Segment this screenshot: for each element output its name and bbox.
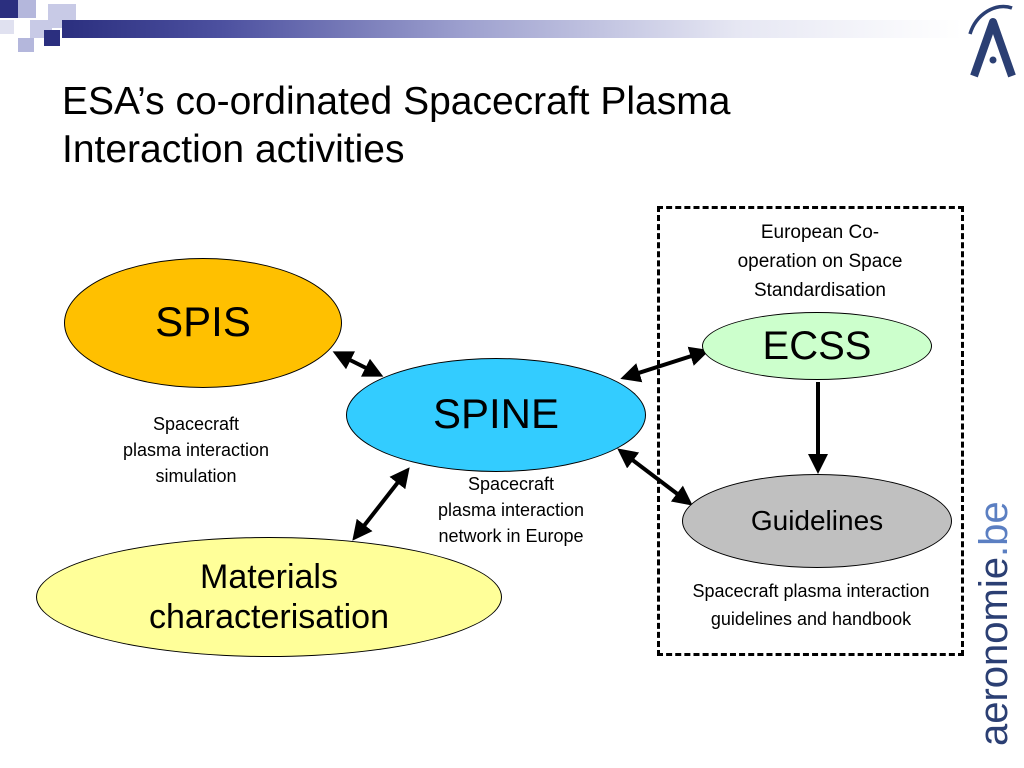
guidelines-caption-line-1: Spacecraft plasma interaction	[692, 581, 930, 601]
guidelines-label: Guidelines	[750, 505, 884, 536]
spis-caption-line-2: plasma interaction	[122, 440, 270, 460]
materials-label-line-1: Materials	[200, 558, 338, 596]
page-title: ESA’s co-ordinated Spacecraft Plasma Int…	[62, 78, 922, 174]
title-line-2: Interaction activities	[62, 128, 405, 171]
ecss-node: ECSS	[702, 312, 932, 380]
ecss-caption: European Co- operation on Space Standard…	[700, 218, 940, 305]
brand-name: aeronomie	[972, 556, 1016, 746]
aeronomie-a-logo-icon	[968, 4, 1016, 78]
guidelines-caption: Spacecraft plasma interaction guidelines…	[656, 577, 966, 633]
spis-caption-line-3: simulation	[155, 466, 237, 486]
ecss-label: ECSS	[762, 324, 872, 368]
spine-caption-line-1: Spacecraft	[467, 474, 555, 494]
spine-caption-line-2: plasma interaction	[437, 500, 585, 520]
header-gradient-bar	[62, 20, 962, 38]
standardisation-group-box	[657, 206, 964, 656]
materials-label-line-2: characterisation	[148, 598, 389, 636]
arrow-spis-spine	[332, 351, 384, 377]
guidelines-caption-line-2: guidelines and handbook	[710, 609, 912, 629]
spine-node: SPINE	[346, 358, 646, 472]
spis-node: SPIS	[64, 258, 342, 388]
arrow-spine-materials	[352, 467, 410, 541]
spine-caption: Spacecraft plasma interaction network in…	[408, 471, 614, 549]
spis-caption: Spacecraft plasma interaction simulation	[96, 411, 296, 489]
ecss-caption-line-2: operation on Space	[737, 251, 903, 272]
spine-label: SPINE	[432, 390, 560, 437]
spine-caption-line-3: network in Europe	[438, 526, 584, 546]
materials-node: Materials characterisation	[36, 537, 502, 657]
guidelines-node: Guidelines	[682, 474, 952, 568]
ecss-caption-line-3: Standardisation	[753, 280, 887, 301]
title-line-1: ESA’s co-ordinated Spacecraft Plasma	[62, 80, 731, 123]
aeronomie-brand-text: aeronomie.be	[972, 501, 1016, 746]
brand-dot: .	[972, 545, 1016, 557]
ecss-caption-line-1: European Co-	[760, 222, 880, 243]
spis-caption-line-1: Spacecraft	[152, 414, 240, 434]
spis-label: SPIS	[155, 298, 251, 345]
brand-tld: be	[972, 501, 1016, 546]
